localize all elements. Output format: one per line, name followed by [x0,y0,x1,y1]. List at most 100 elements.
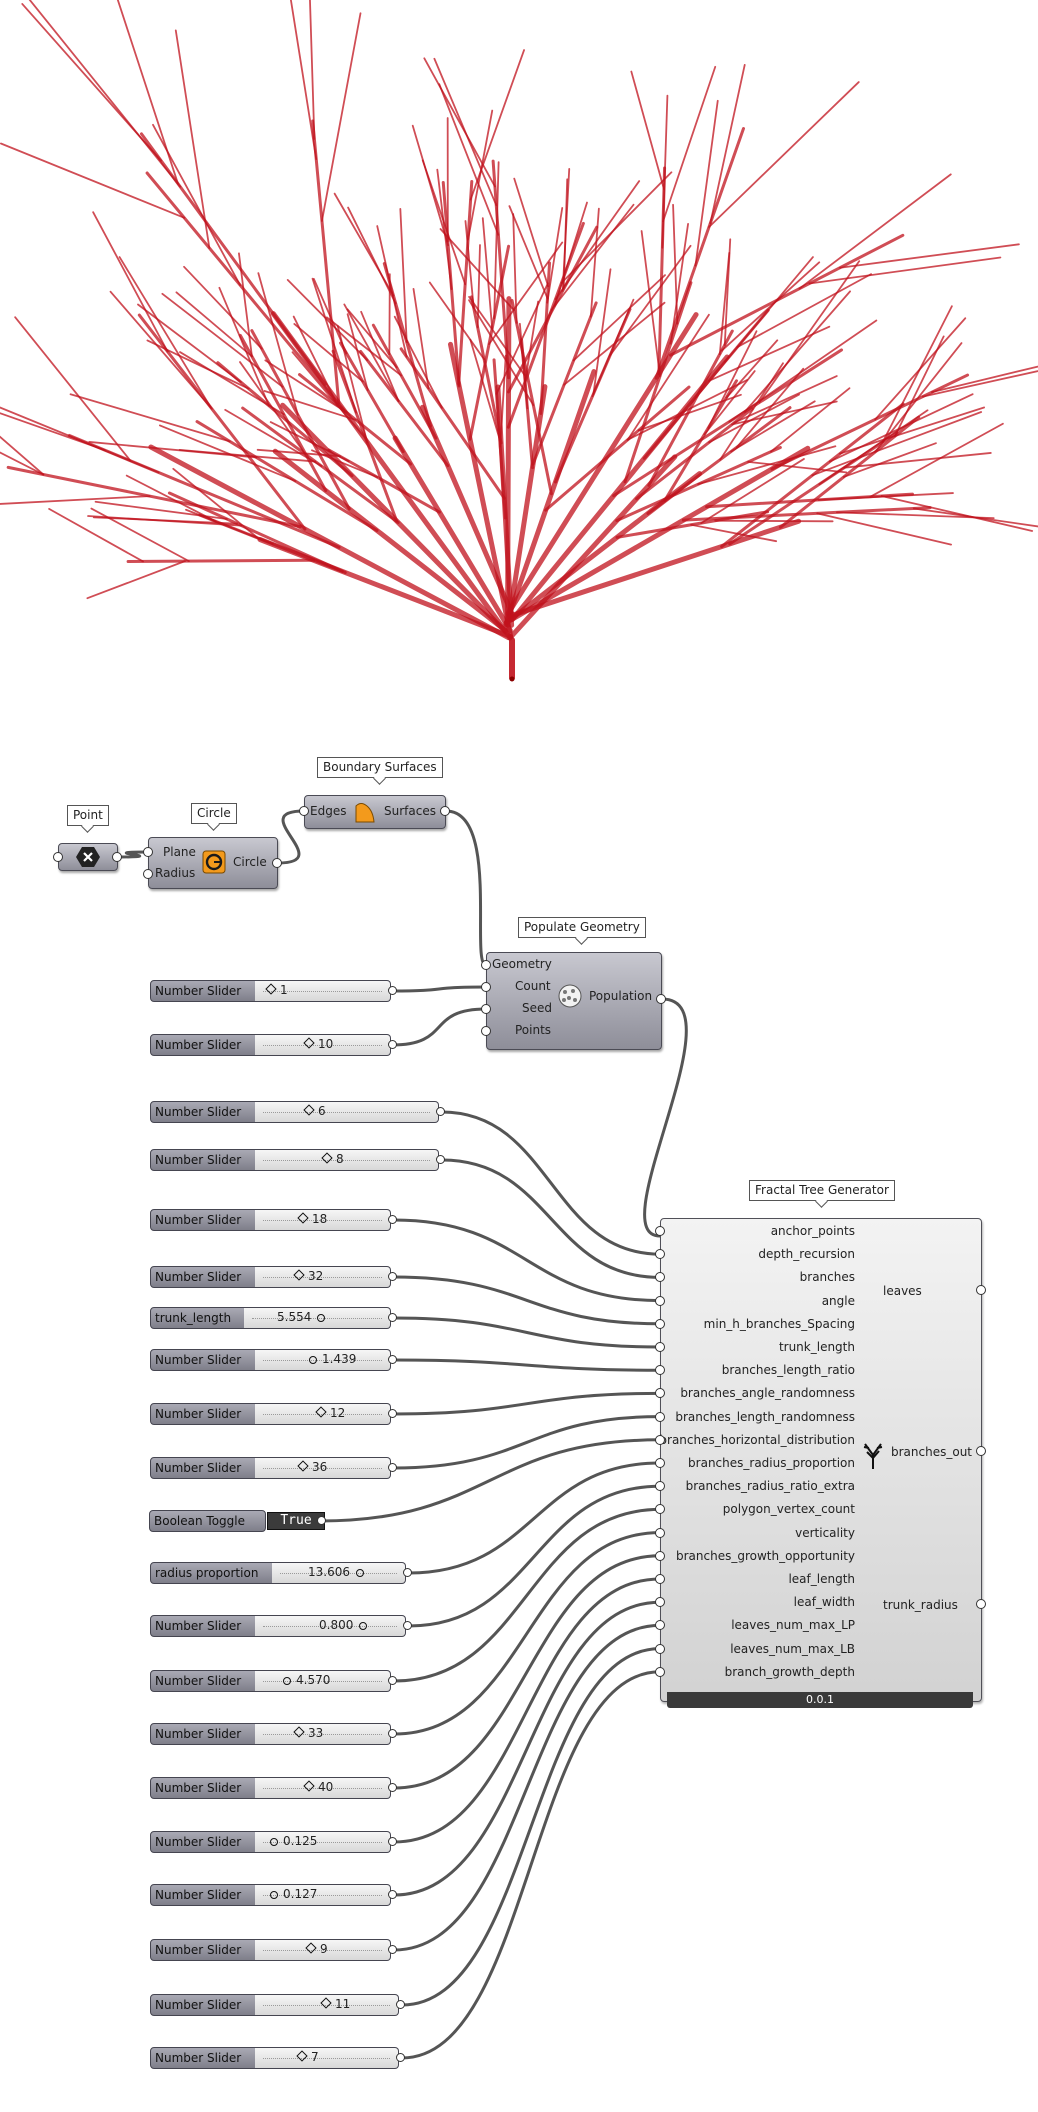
slider-output-port[interactable] [403,1568,412,1577]
fractal-branches-port[interactable] [976,1446,986,1456]
boolean-toggle[interactable]: Boolean Toggle True [149,1510,326,1532]
slider-grip-icon[interactable] [270,1891,278,1899]
slider-output-port[interactable] [388,1355,397,1364]
slider-output-port[interactable] [388,1409,397,1418]
fractal-input-port[interactable] [655,1481,665,1492]
slider-output-port[interactable] [388,1945,397,1954]
boundary-surfaces-component[interactable]: Edges Surfaces [304,795,446,829]
fractal-trunk-radius-port[interactable] [976,1599,986,1609]
slider-grip-icon[interactable] [317,1314,326,1322]
slider-output-port[interactable] [388,1463,397,1472]
fractal-input-port[interactable] [655,1342,665,1352]
slider-output-port[interactable] [388,1215,397,1224]
slider-grip-icon[interactable] [297,1460,309,1472]
boundary-edges-port[interactable] [299,806,309,816]
fractal-input-port[interactable] [655,1550,665,1561]
fractal-input-port[interactable] [655,1666,665,1677]
populate-seed-port[interactable] [481,1004,491,1014]
slider-output-port[interactable] [388,1729,397,1738]
fractal-input-port[interactable] [655,1249,665,1260]
fractal-input-port[interactable] [655,1388,665,1399]
fractal-input-port[interactable] [655,1620,665,1631]
fractal-input-port[interactable] [655,1318,665,1329]
slider-grip-icon[interactable] [359,1622,368,1630]
fractal-input-port[interactable] [655,1295,665,1306]
slider-grip-icon[interactable] [321,1152,333,1164]
slider-output-port[interactable] [396,2000,405,2009]
slider-grip-icon[interactable] [315,1406,327,1418]
boolean-toggle-value[interactable]: True [267,1512,325,1530]
slider-track[interactable] [255,1149,439,1171]
slider-grip-icon[interactable] [297,1212,309,1224]
fractal-input-port[interactable] [655,1226,665,1236]
fractal-input-port[interactable] [655,1365,665,1376]
boolean-toggle-output-port[interactable] [317,1516,326,1525]
slider-output-port[interactable] [436,1155,445,1164]
slider-grip-icon[interactable] [296,2050,308,2062]
fractal-input-port[interactable] [655,1504,665,1515]
slider-grip-icon[interactable] [270,1838,278,1846]
circle-output-port[interactable] [272,858,282,868]
slider-grip-icon[interactable] [309,1356,317,1364]
fractal-input-port[interactable] [655,1434,665,1445]
boundary-output-port[interactable] [440,806,450,816]
slider-output-port[interactable] [388,1313,397,1322]
fractal-leaves-port[interactable] [976,1285,986,1295]
fractal-tree-generator-component[interactable]: leaves branches_out trunk_radius anchor_… [659,1218,982,1702]
slider-grip-icon[interactable] [303,1104,315,1116]
slider-track[interactable] [255,2047,399,2069]
slider-grip-icon[interactable] [356,1569,364,1577]
slider-output-port[interactable] [403,1621,412,1630]
slider-output-port[interactable] [388,1890,397,1899]
slider-grip-icon[interactable] [265,983,277,995]
slider-grip-icon[interactable] [293,1726,305,1738]
slider-grip-icon[interactable] [320,1997,332,2009]
slider-output-port[interactable] [388,1272,397,1281]
fractal-input-port[interactable] [655,1272,665,1283]
populate-geometry-port[interactable] [481,960,491,970]
populate-count-port[interactable] [481,982,491,992]
circle-component[interactable]: Plane Radius Circle [148,837,278,889]
slider-grip-icon[interactable] [303,1037,315,1049]
fractal-input-port[interactable] [655,1527,665,1538]
point-output-port[interactable] [112,852,122,862]
slider-output-port[interactable] [388,1040,397,1049]
slider-output-port[interactable] [388,1837,397,1846]
slider-grip-icon[interactable] [303,1780,315,1792]
slider-grip-icon[interactable] [283,1677,291,1685]
fractal-input-port[interactable] [655,1574,665,1584]
slider-grip-icon[interactable] [305,1942,317,1954]
circle-radius-port[interactable] [143,869,153,879]
fractal-input-port[interactable] [655,1643,665,1654]
slider-output-port[interactable] [436,1107,445,1116]
fractal-input-port[interactable] [655,1411,665,1422]
fractal-input-port[interactable] [655,1597,665,1608]
slider-output-port[interactable] [388,986,397,995]
circle-plane-port[interactable] [143,847,153,857]
point-component[interactable] [58,843,118,871]
populate-points-port[interactable] [481,1026,491,1036]
slider-track[interactable] [255,1101,439,1123]
fractal-input-port[interactable] [655,1458,665,1468]
slider-output-port[interactable] [396,2053,405,2062]
